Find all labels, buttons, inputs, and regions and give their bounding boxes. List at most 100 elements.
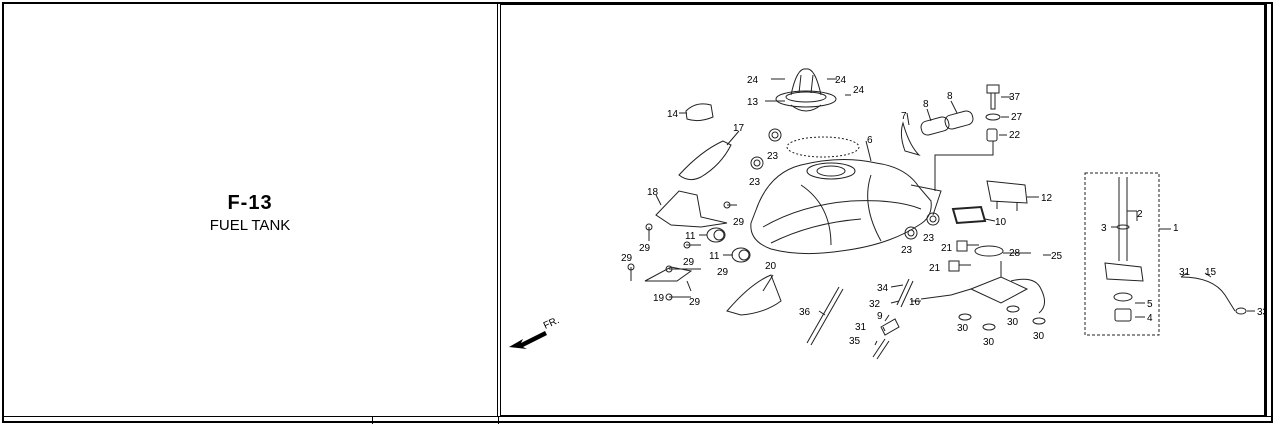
column-divider xyxy=(372,417,373,424)
callout-21: 21 xyxy=(929,263,941,274)
callout-4: 4 xyxy=(1147,313,1153,324)
callout-30: 30 xyxy=(983,337,995,348)
rubber-pad-part xyxy=(920,116,950,136)
callout-5: 5 xyxy=(1147,299,1153,310)
callout-2: 2 xyxy=(1137,209,1143,220)
callout-29: 29 xyxy=(733,217,745,228)
callout-labels: 24 24 24 13 14 17 23 23 23 23 6 7 8 8 37… xyxy=(621,75,1269,348)
section-code: F-13 xyxy=(227,192,273,214)
callout-22: 22 xyxy=(1009,130,1021,141)
callout-23: 23 xyxy=(749,177,761,188)
column-divider xyxy=(498,417,499,424)
callout-30: 30 xyxy=(1007,317,1019,328)
callout-12: 12 xyxy=(1041,193,1053,204)
gasket-part xyxy=(951,205,987,225)
callout-23: 23 xyxy=(901,245,913,256)
callout-21: 21 xyxy=(941,243,953,254)
callout-24: 24 xyxy=(747,75,759,86)
tube-part xyxy=(872,338,890,360)
callout-37: 37 xyxy=(1009,92,1021,103)
callout-25: 25 xyxy=(1051,251,1063,262)
exploded-diagram-cell: FR. 24 24 24 13 14 17 23 23 23 23 6 7 8 … xyxy=(500,4,1269,416)
label-part-2 xyxy=(948,260,960,272)
callout-31: 31 xyxy=(855,322,867,333)
under-cover-part xyxy=(726,274,782,316)
label-part xyxy=(956,240,968,252)
callout-15: 15 xyxy=(1205,267,1217,278)
clamp-part xyxy=(685,103,714,122)
screw-part xyxy=(627,201,737,301)
bolt-part xyxy=(986,84,1000,110)
fuel-cock-assembly-box xyxy=(1084,172,1160,336)
callout-29: 29 xyxy=(689,297,701,308)
fuel-sensor-part xyxy=(986,180,1028,211)
mesh-pad-part xyxy=(786,136,860,158)
nut-part xyxy=(958,305,1046,331)
callout-16: 16 xyxy=(909,297,921,308)
bottom-border-strip xyxy=(2,416,1273,424)
callout-29: 29 xyxy=(639,243,651,254)
callout-17: 17 xyxy=(733,123,745,134)
callout-24: 24 xyxy=(835,75,847,86)
callout-18: 18 xyxy=(647,187,659,198)
fuel-hose-part xyxy=(1180,276,1236,312)
callout-27: 27 xyxy=(1011,112,1023,123)
section-name: FUEL TANK xyxy=(209,217,291,234)
callout-9: 9 xyxy=(877,311,883,322)
washer-part xyxy=(985,113,1001,121)
callout-7: 7 xyxy=(901,111,907,122)
callout-32: 32 xyxy=(869,299,881,310)
callout-35: 35 xyxy=(849,336,861,347)
rubber-pad-part-2 xyxy=(944,110,974,130)
callout-29: 29 xyxy=(717,267,729,278)
callout-8: 8 xyxy=(923,99,929,110)
drain-tube-part xyxy=(806,286,844,346)
exploded-parts-diagram: FR. 24 24 24 13 14 17 23 23 23 23 6 7 8 … xyxy=(509,68,1269,360)
leader-line xyxy=(934,141,994,191)
hose-connector-part xyxy=(920,288,972,300)
fuel-pump-part xyxy=(969,261,1045,314)
callout-6: 6 xyxy=(867,135,873,146)
callout-30: 30 xyxy=(957,323,969,334)
callout-23: 23 xyxy=(767,151,779,162)
callout-20: 20 xyxy=(765,261,777,272)
callout-11: 11 xyxy=(709,251,720,262)
callout-14: 14 xyxy=(667,109,679,120)
callout-24: 24 xyxy=(853,85,865,96)
callout-33: 33 xyxy=(1257,307,1265,318)
callout-23: 23 xyxy=(923,233,935,244)
lower-panel-part xyxy=(655,190,728,228)
bracket-part xyxy=(644,266,693,282)
callout-29: 29 xyxy=(683,257,695,268)
front-direction-label: FR. xyxy=(542,315,561,332)
callout-36: 36 xyxy=(799,307,811,318)
callout-19: 19 xyxy=(653,293,665,304)
section-title: F-13 FUEL TANK xyxy=(2,192,498,234)
callout-29: 29 xyxy=(621,253,633,264)
collar-part xyxy=(986,128,998,142)
callout-10: 10 xyxy=(995,217,1007,228)
callout-13: 13 xyxy=(747,97,759,108)
fuel-tank-part xyxy=(750,158,942,255)
callout-3: 3 xyxy=(1101,223,1107,234)
callout-34: 34 xyxy=(877,283,889,294)
section-title-cell: F-13 FUEL TANK xyxy=(2,2,498,416)
side-cover-part xyxy=(678,140,732,181)
callout-11: 11 xyxy=(685,231,696,242)
grommet-part xyxy=(750,128,940,240)
callout-28: 28 xyxy=(1009,248,1021,259)
leader-lines xyxy=(655,78,1255,346)
front-direction-arrow xyxy=(509,331,547,349)
breather-tube-part xyxy=(896,278,914,308)
callout-8: 8 xyxy=(947,91,953,102)
callout-30: 30 xyxy=(1033,331,1045,342)
fuel-cock-part xyxy=(1104,177,1144,322)
oring-part xyxy=(974,245,1004,257)
callout-31: 31 xyxy=(1179,267,1191,278)
joint-part xyxy=(880,318,900,336)
callout-1: 1 xyxy=(1173,223,1179,234)
fuel-cap-part xyxy=(775,68,837,112)
tank-pad-part xyxy=(900,121,921,157)
hose-clip-part xyxy=(1235,307,1247,315)
